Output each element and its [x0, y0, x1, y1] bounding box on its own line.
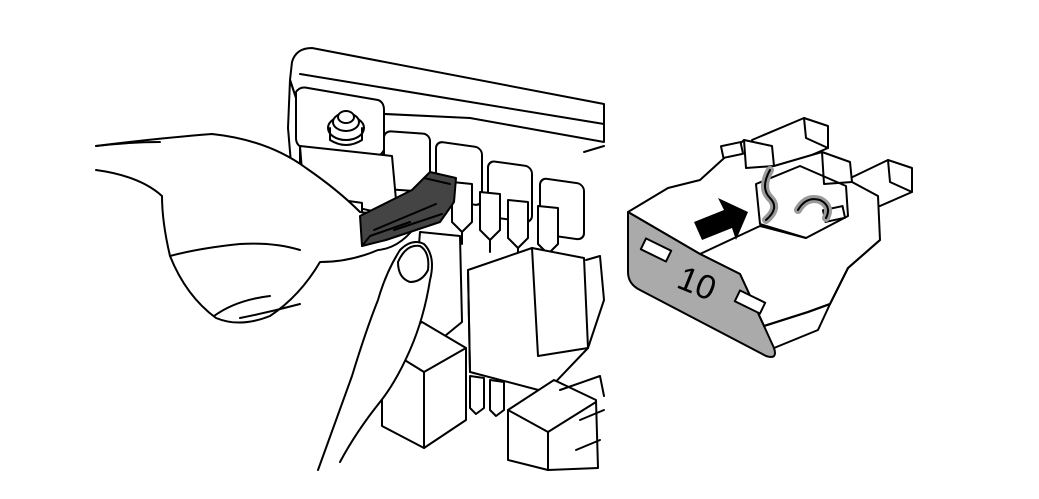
held-fuse-body	[359, 171, 457, 247]
thumb	[317, 241, 433, 471]
relay-block	[507, 379, 599, 471]
fuse-box	[287, 47, 605, 471]
fuse-front-slot	[639, 237, 673, 263]
lower-mini-tabs	[469, 375, 505, 417]
arrow-right-icon	[694, 198, 748, 240]
relay-block	[467, 247, 589, 393]
fuse-box-housing-rim	[289, 47, 605, 143]
fuse-front-slot	[733, 289, 767, 315]
hand	[95, 133, 433, 471]
fuse-test-window	[719, 141, 745, 159]
thumbnail	[397, 244, 430, 283]
held-fuse	[359, 171, 457, 247]
fuse-closeup: 10	[627, 117, 913, 358]
hand-back	[95, 133, 421, 324]
terminal-bolt-icon	[327, 110, 365, 146]
mini-fuse-tabs	[451, 181, 559, 265]
